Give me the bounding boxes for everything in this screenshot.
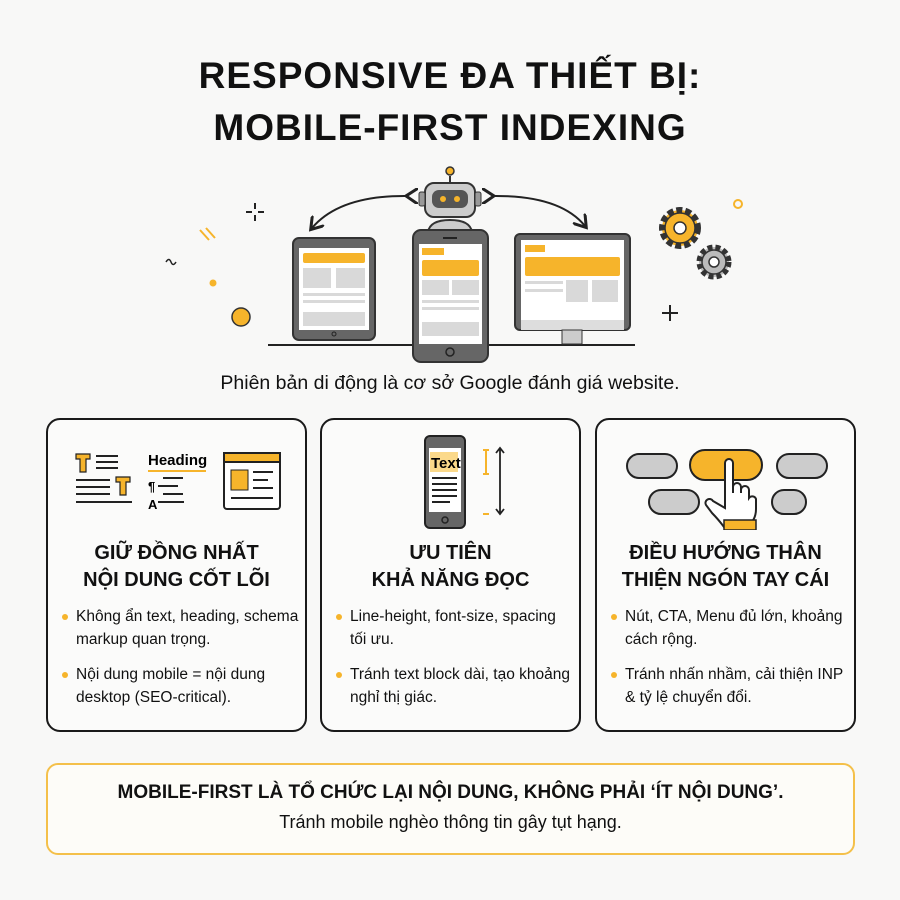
card-heading: GIỮ ĐỒNG NHẤT [94, 542, 259, 564]
title-line-1: RESPONSIVE ĐA THIẾT BỊ: [198, 55, 702, 96]
svg-text:¶: ¶ [148, 479, 155, 494]
gear-icon [659, 207, 701, 249]
title-line-2: MOBILE-FIRST INDEXING [213, 107, 687, 148]
gear-icon [696, 244, 732, 280]
card-heading: ĐIỀU HƯỚNG THÂN [629, 542, 822, 564]
takeaway-headline: MOBILE-FIRST LÀ TỔ CHỨC LẠI NỘI DUNG, KH… [117, 782, 784, 803]
card-content-consistency: Heading ¶ A GIỮ ĐỒNG NHẤT NỘI DUNG CỐT LÕ… [46, 418, 307, 732]
text-layout-icon: Heading ¶ A [75, 452, 281, 512]
key-takeaway-box: MOBILE-FIRST LÀ TỔ CHỨC LẠI NỘI DUNG, KH… [46, 763, 855, 855]
bullet-item: Line-height, font-size, spacing tối ưu. [334, 605, 573, 651]
takeaway-note: Tránh mobile nghèo thông tin gây tụt hạn… [279, 812, 622, 832]
page-title: RESPONSIVE ĐA THIẾT BỊ: MOBILE-FIRST IND… [0, 50, 900, 154]
card-heading: THIỆN NGÓN TAY CÁI [621, 569, 830, 591]
bullet-item: Tránh nhấn nhầm, cải thiện INP & tỷ lệ c… [609, 663, 848, 709]
phone-icon [412, 229, 489, 363]
desktop-monitor-icon [514, 233, 631, 345]
bullet-item: Nút, CTA, Menu đủ lớn, khoảng cách rộng. [609, 605, 848, 651]
bullet-item: Tránh text block dài, tạo khoảng nghỉ th… [334, 663, 573, 709]
card-heading: KHẢ NĂNG ĐỌC [371, 569, 530, 591]
svg-text:A: A [148, 497, 158, 512]
bullet-item: Không ẩn text, heading, schema markup qu… [60, 605, 299, 651]
card-heading: ƯU TIÊN [409, 542, 492, 564]
card-thumb-navigation: ĐIỀU HƯỚNG THÂN THIỆN NGÓN TAY CÁI Nút, C… [595, 418, 856, 732]
phone-text-icon: Text [424, 435, 505, 529]
arrow-left [312, 196, 408, 228]
card-heading: NỘI DUNG CỐT LÕI [83, 569, 270, 591]
text-label: Text [431, 455, 461, 472]
bullet-item: Nội dung mobile = nội dung desktop (SEO-… [60, 663, 299, 709]
tablet-icon [292, 237, 376, 341]
subtitle: Phiên bản di động là cơ sở Google đánh g… [220, 372, 680, 394]
robot-icon [418, 166, 482, 233]
arrow-right [492, 196, 585, 226]
card-readability: Text ƯU TIÊN KHẢ NĂNG ĐỌC Line-height, fo… [320, 418, 581, 732]
heading-label: Heading [148, 452, 207, 469]
devices-illustration [165, 166, 743, 363]
finger-tap-button-icon [626, 449, 828, 530]
